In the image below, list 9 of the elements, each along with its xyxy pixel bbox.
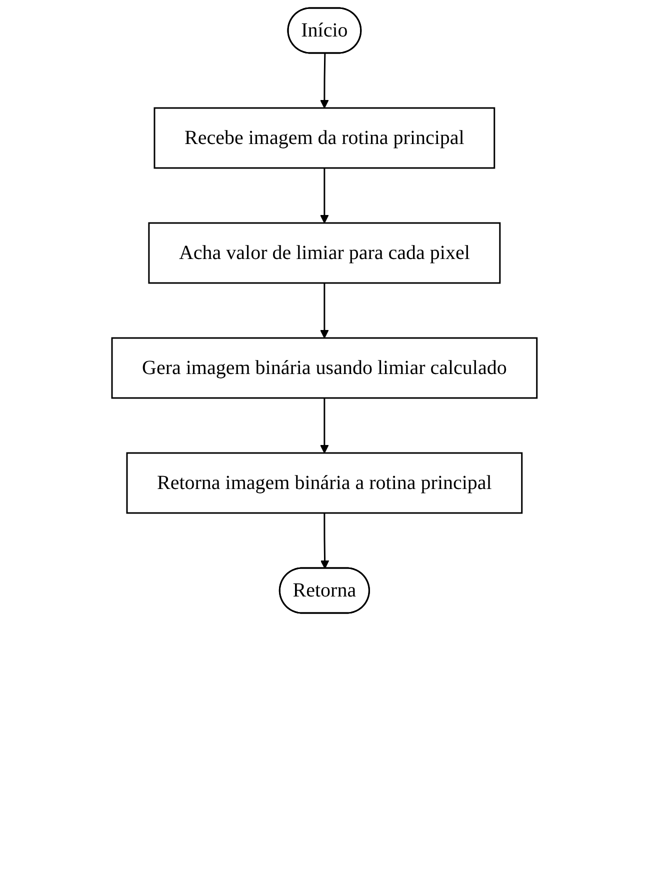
arrow [320,513,330,569]
arrow [320,283,329,338]
node-box: Recebe imagem da rotina principal [154,107,496,169]
arrow [320,398,329,454]
node-box: Gera imagem binária usando limiar calculado [111,337,538,399]
node-box: Retorna imagem binária a rotina principal [126,452,523,514]
arrow [320,53,329,108]
node-box: Acha valor de limiar para cada pixel [148,222,501,284]
arrow [320,168,329,224]
